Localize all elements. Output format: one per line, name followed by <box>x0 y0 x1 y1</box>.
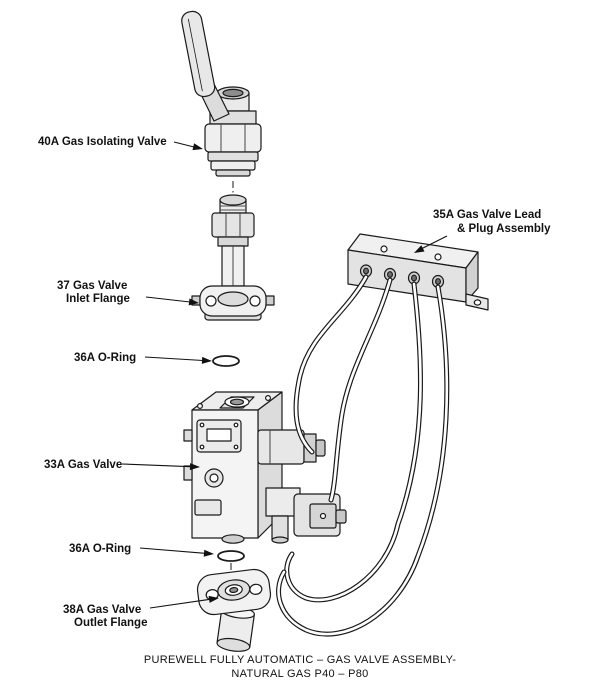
lever-handle <box>181 10 230 122</box>
inlet-flange-illustration <box>191 194 275 321</box>
cable-loom-illustration <box>276 274 450 637</box>
outlet-flange-illustration <box>196 568 272 652</box>
solenoid-lower <box>265 487 347 544</box>
caption: PUREWELL FULLY AUTOMATIC – GAS VALVE ASS… <box>144 654 456 680</box>
union-nut <box>211 212 255 238</box>
leader-40a <box>173 141 195 148</box>
label-inlet-flange-line2: Inlet Flange <box>66 293 130 305</box>
leader-37 <box>145 296 191 303</box>
label-oring-lower: 36A O-Ring <box>69 543 131 555</box>
cable-grommets <box>359 264 445 289</box>
label-gas-valve: 33A Gas Valve <box>44 459 122 471</box>
label-isolating-valve: 40A Gas Isolating Valve <box>38 136 167 148</box>
solenoid-upper <box>257 429 326 465</box>
leader-33a <box>121 463 192 468</box>
label-inlet-flange-line1: 37 Gas Valve <box>57 280 127 292</box>
leader-36a-lower <box>139 547 206 554</box>
valve-ball-housing <box>204 123 262 153</box>
label-oring-upper: 36A O-Ring <box>74 352 136 364</box>
leader-36a-upper <box>144 356 204 362</box>
isolating-valve-illustration <box>181 10 262 177</box>
leader-arrows <box>121 141 448 609</box>
leader-35a <box>420 235 448 250</box>
label-outlet-flange-line2: Outlet Flange <box>74 617 147 629</box>
leader-38a <box>149 598 211 609</box>
caption-line2: NATURAL GAS P40 – P80 <box>231 668 368 680</box>
label-outlet-flange-line1: 38A Gas Valve <box>63 604 141 616</box>
part-labels: 40A Gas Isolating Valve 35A Gas Valve Le… <box>38 136 551 629</box>
lead-plug-assembly-illustration <box>347 233 489 311</box>
label-lead-plug-line1: 35A Gas Valve Lead <box>433 209 541 221</box>
o-ring-upper-illustration <box>212 355 240 367</box>
o-ring-lower-illustration <box>217 550 245 562</box>
gas-valve-illustration <box>183 391 347 544</box>
caption-line1: PUREWELL FULLY AUTOMATIC – GAS VALVE ASS… <box>144 654 456 666</box>
label-lead-plug-line2: & Plug Assembly <box>457 223 551 235</box>
outlet-flange-plate <box>196 568 272 616</box>
